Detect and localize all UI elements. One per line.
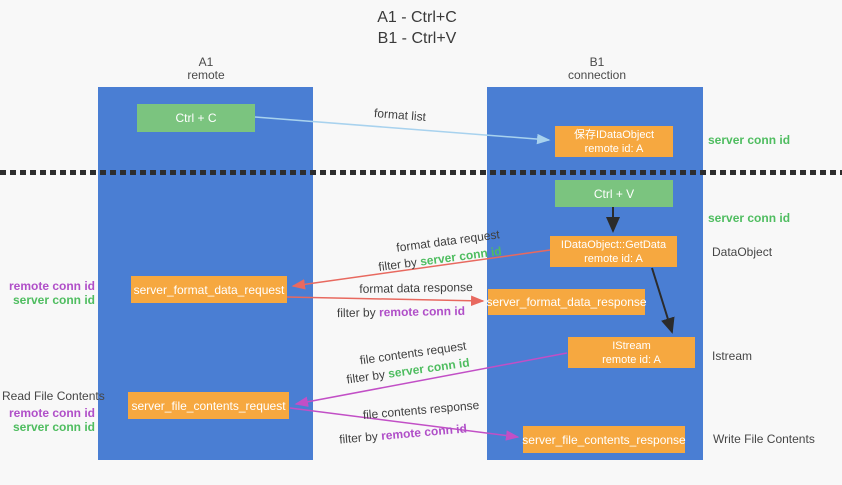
dotted-divider-line xyxy=(0,170,842,175)
filter-by-text: filter by xyxy=(345,367,386,387)
label-remote-conn-id-left-1: remote conn id xyxy=(8,279,95,293)
lane-a1-subtitle: remote xyxy=(187,68,225,82)
lane-b1-subtitle: connection xyxy=(567,68,627,82)
node-idataobject-getdata-line2: remote id: A xyxy=(584,252,643,265)
lane-a1-header: A1 remote xyxy=(187,56,224,82)
remote-conn-id-text: remote conn id xyxy=(378,303,466,320)
label-server-conn-id-left-2: server conn id xyxy=(12,420,95,434)
label-file-contents-response: file contents response xyxy=(362,397,480,423)
label-istream: Istream xyxy=(712,349,753,363)
label-read-file-contents: Read File Contents xyxy=(2,389,105,403)
node-save-idataobject: 保存IDataObject remote id: A xyxy=(555,126,673,157)
label-server-conn-id-top: server conn id xyxy=(708,133,791,147)
node-idataobject-getdata-line1: IDataObject::GetData xyxy=(560,238,667,251)
label-remote-conn-id-left-2: remote conn id xyxy=(8,406,95,420)
label-format-data-response: format data response xyxy=(359,280,473,296)
label-format-list: format list xyxy=(373,106,427,124)
label-server-conn-id-left-1: server conn id xyxy=(12,293,95,307)
label-filter-by-remote-conn-id-1: filter by remote conn id xyxy=(337,304,465,320)
node-server-file-contents-request: server_file_contents_request xyxy=(128,392,289,419)
diagram-title: A1 - Ctrl+C B1 - Ctrl+V xyxy=(377,7,457,49)
remote-conn-id-text: remote conn id xyxy=(380,421,468,443)
arrow-format-data-response xyxy=(286,295,485,307)
filter-by-text: filter by xyxy=(338,429,379,447)
node-save-idataobject-line2: remote id: A xyxy=(584,142,644,155)
lane-b1-header: B1 connection xyxy=(568,56,626,82)
filter-by-text: filter by xyxy=(336,305,376,321)
node-server-format-data-request: server_format_data_request xyxy=(131,276,287,303)
node-ctrl-v: Ctrl + V xyxy=(555,180,673,207)
node-istream: IStream remote id: A xyxy=(568,337,695,368)
node-save-idataobject-line1: 保存IDataObject xyxy=(573,128,655,141)
lane-a1-title: A1 xyxy=(198,55,214,69)
node-server-file-contents-response: server_file_contents_response xyxy=(522,426,686,453)
title-line-2: B1 - Ctrl+V xyxy=(377,30,457,47)
lane-b1-title: B1 xyxy=(589,55,605,69)
node-istream-line2: remote id: A xyxy=(602,353,661,366)
label-dataobject: DataObject xyxy=(712,245,773,259)
label-filter-by-remote-conn-id-2: filter by remote conn id xyxy=(339,421,468,446)
node-istream-line1: IStream xyxy=(612,339,651,352)
label-server-conn-id-mid: server conn id xyxy=(708,211,791,225)
filter-by-text: filter by xyxy=(377,255,418,275)
title-line-1: A1 - Ctrl+C xyxy=(377,9,457,26)
label-write-file-contents: Write File Contents xyxy=(713,432,815,446)
node-ctrl-c: Ctrl + C xyxy=(137,104,255,132)
node-server-format-data-response: server_format_data_response xyxy=(486,289,647,315)
node-idataobject-getdata: IDataObject::GetData remote id: A xyxy=(550,236,677,267)
